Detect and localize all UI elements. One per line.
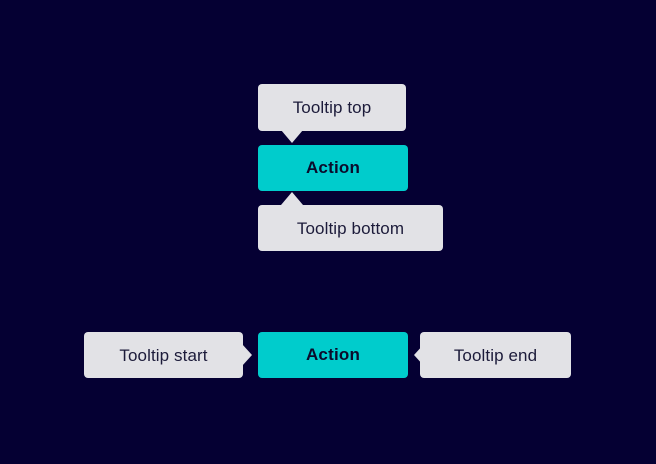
action-button-vertical[interactable]: Action — [258, 145, 408, 191]
arrow-right-icon — [242, 344, 252, 366]
tooltip-bottom: Tooltip bottom — [258, 205, 443, 251]
arrow-up-icon — [281, 192, 303, 205]
tooltip-top: Tooltip top — [258, 84, 406, 131]
action-button-horizontal-label: Action — [305, 345, 361, 364]
tooltip-start-label: Tooltip start — [119, 345, 208, 365]
tooltip-start: Tooltip start — [84, 332, 243, 378]
tooltip-end: Tooltip end — [420, 332, 571, 378]
tooltip-top-label: Tooltip top — [292, 98, 372, 117]
arrow-left-icon — [414, 344, 424, 366]
tooltip-end-label: Tooltip end — [453, 345, 538, 365]
arrow-down-icon — [281, 130, 303, 143]
action-button-horizontal[interactable]: Action — [258, 332, 408, 378]
action-button-vertical-label: Action — [305, 158, 361, 177]
tooltip-bottom-label: Tooltip bottom — [296, 218, 405, 238]
